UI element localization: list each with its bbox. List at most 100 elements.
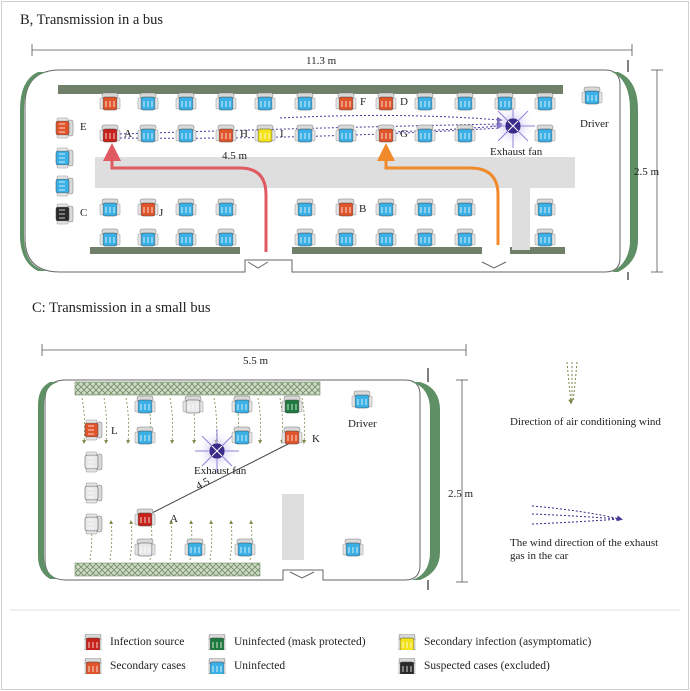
seat-c [134,395,156,414]
seat-b-row1 [335,92,357,111]
legend-label: Uninfected [234,660,286,672]
seat-b-row4 [215,228,237,247]
seat-b-row1 [494,92,516,111]
seat-icon [208,634,226,650]
seat-b-row3 [335,198,357,217]
panel-c-length-label: 5.5 m [243,355,269,367]
ac-wind-arrow [301,397,307,444]
seat-b-row2 [175,124,197,143]
seat-c [134,538,156,557]
seat-icon [398,634,416,650]
seat-label-d: D [400,96,408,108]
seat-b-row4 [175,228,197,247]
seat-b-row1 [215,92,237,111]
panel-b-width-label: 2.5 m [634,166,660,178]
panel-c-dimension-lines [41,344,468,583]
seat-c [342,538,364,557]
legend-item: Infection source [84,634,184,650]
seat-b-row2 [534,124,556,143]
ac-wind-legend-text: Direction of air conditioning wind [510,416,661,428]
seat-b-row2 [294,124,316,143]
seat-b-row3 [175,198,197,217]
legend-label: Secondary infection (asymptomatic) [424,636,592,648]
seat-icon [398,658,416,674]
seat-b-row3 [414,198,436,217]
panel-c-exhaust-fan-label: Exhaust fan [194,465,247,477]
seat-b-row4 [137,228,159,247]
panel-b-transmission-arrows [103,143,500,252]
seat-b-row1 [254,92,276,111]
seat-c [281,426,303,445]
seat-b-row4 [294,228,316,247]
seat-b-row1 [137,92,159,111]
seat-label-l: L [111,425,118,437]
seat-c [182,395,204,414]
seat-c [84,419,103,441]
panel-b-length-label: 11.3 m [306,55,337,67]
seat-b-row1 [99,92,121,111]
ac-wind-arrow [257,397,263,444]
ac-wind-arrow [191,397,197,444]
panel-c-exhaust-fan-icon [195,429,239,473]
seat-c [184,538,206,557]
ac-wind-legend-icon [566,361,578,405]
seat-b-row3 [375,198,397,217]
panel-b-title: B, Transmission in a bus [20,12,164,28]
panel-b-exhaust-fan-label: Exhaust fan [490,146,543,158]
seat-icon [208,658,226,674]
seat-c [84,482,103,504]
seat-b-row2 [99,124,121,143]
seat-b-rear [55,175,74,197]
driver-seat-b [581,86,603,105]
seat-icon [84,634,102,650]
panel-b-bus-body [20,60,638,280]
seat-c [134,426,156,445]
seat-label-e: E [80,121,87,133]
seat-b-row3 [99,198,121,217]
seat-b-row1 [534,92,556,111]
seat-icon [84,658,102,674]
seat-b-row2 [454,124,476,143]
seat-icon [398,658,416,674]
panel-c-driver-label: Driver [348,418,377,430]
panel-c-width-label: 2.5 m [448,488,474,500]
seat-b-row2 [254,124,276,143]
seat-b-row4 [99,228,121,247]
seat-b-row3 [137,198,159,217]
seat-label-c: C [80,207,88,219]
panel-c-seats [84,390,373,557]
panel-b-distance-label: 4.5 m [222,150,248,162]
ac-wind-arrow [103,397,109,444]
exhaust-wind-legend-text: The wind direction of the exhaust gas in… [510,537,659,562]
seat-icon [84,634,102,650]
panel-c-title: C: Transmission in a small bus [32,300,211,316]
seat-b-row4 [414,228,436,247]
seat-c [134,508,156,527]
seat-b-row3 [215,198,237,217]
seat-b-row2 [137,124,159,143]
seat-b-row4 [454,228,476,247]
seat-c [231,426,253,445]
exhaust-wind-legend-icon [531,505,623,525]
seat-c [281,395,303,414]
seat-label-g: G [400,128,408,140]
legend-item: Uninfected (mask protected) [208,634,366,650]
seat-c [234,538,256,557]
seat-b-rear [55,147,74,169]
seat-c [84,513,103,535]
seat-label-a-small-bus: A [170,513,178,525]
seat-label-j: J [159,207,164,219]
panel-b-dimension-lines [31,44,663,273]
seat-icon [208,634,226,650]
seat-icon [398,634,416,650]
panel-c-distance-line [145,439,297,517]
panel-b-driver-label: Driver [580,118,609,130]
seat-b-row3 [454,198,476,217]
panel-b-exhaust-fan-icon [491,104,535,148]
seat-b-row4 [534,228,556,247]
seat-label-i: I [280,128,284,140]
seat-b-row2 [215,124,237,143]
seat-label-h: H [240,128,248,140]
